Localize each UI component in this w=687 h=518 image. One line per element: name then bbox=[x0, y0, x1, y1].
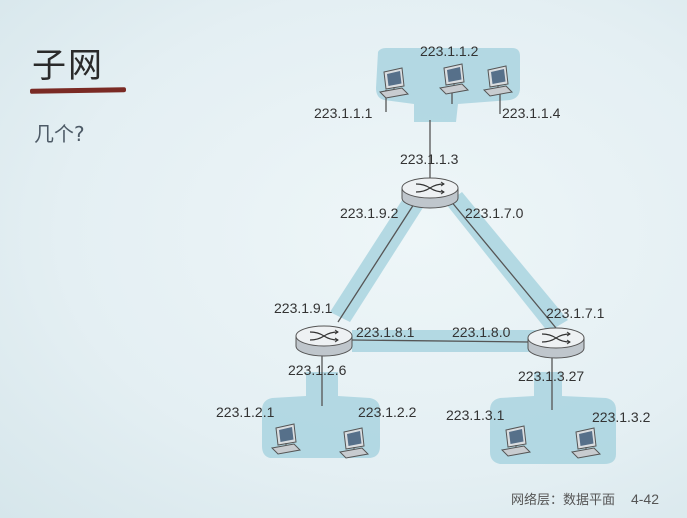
page-number: 4-42 bbox=[630, 491, 659, 507]
ip-label: 223.1.2.2 bbox=[358, 404, 417, 420]
ip-label: 223.1.2.6 bbox=[288, 362, 347, 378]
ip-label: 223.1.3.27 bbox=[518, 368, 584, 384]
ip-label: 223.1.1.1 bbox=[314, 105, 373, 121]
slide-footer: 网络层：数据平面 4-42 bbox=[511, 489, 659, 508]
ip-label: 223.1.7.1 bbox=[546, 305, 605, 321]
ip-label: 223.1.3.1 bbox=[446, 407, 505, 423]
ip-label: 223.1.8.0 bbox=[452, 324, 511, 340]
router-icon bbox=[295, 325, 353, 357]
ip-label: 223.1.9.1 bbox=[274, 300, 333, 316]
ip-label: 223.1.1.3 bbox=[400, 151, 459, 167]
slide-subtitle: 几个? bbox=[34, 122, 85, 146]
ip-label: 223.1.1.2 bbox=[420, 43, 479, 59]
links bbox=[321, 90, 557, 410]
router-icon bbox=[527, 327, 585, 359]
router-icon bbox=[401, 177, 459, 209]
ip-label: 223.1.2.1 bbox=[216, 404, 275, 420]
ip-label: 223.1.8.1 bbox=[356, 324, 415, 340]
ip-label: 223.1.3.2 bbox=[592, 409, 651, 425]
slide-title: 子网 bbox=[32, 46, 104, 86]
ip-label: 223.1.1.4 bbox=[502, 105, 561, 121]
footer-text: 网络层：数据平面 bbox=[510, 493, 615, 508]
ip-label: 223.1.7.0 bbox=[465, 205, 524, 221]
ip-label: 223.1.9.2 bbox=[340, 205, 399, 221]
